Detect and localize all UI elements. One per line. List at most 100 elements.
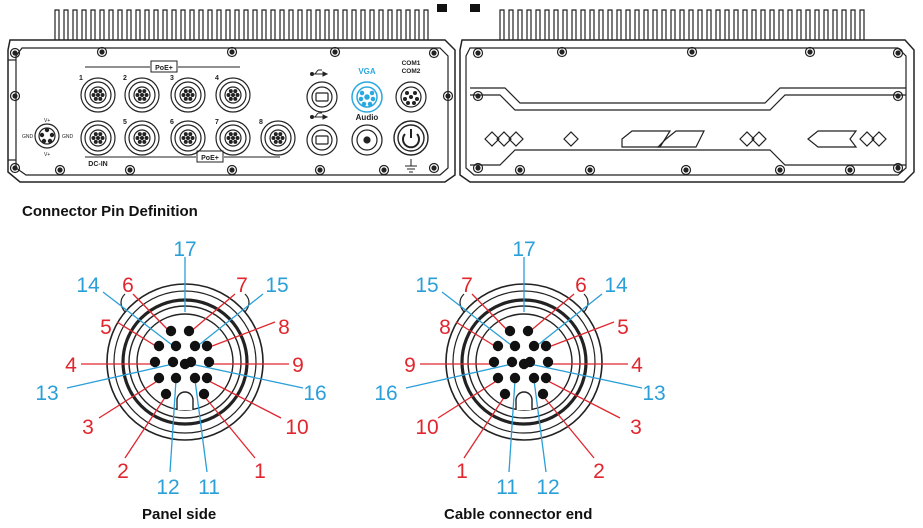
fin <box>679 9 685 40</box>
fin <box>378 9 384 40</box>
screw <box>556 46 568 58</box>
pin-leader-line <box>471 293 511 334</box>
pin-leader-line <box>203 395 256 459</box>
connector-pin <box>189 372 201 384</box>
section-title: Connector Pin Definition <box>22 203 198 220</box>
fin <box>562 9 568 40</box>
connector-pin <box>528 340 540 352</box>
pin-number-label: 6 <box>122 274 134 297</box>
fin <box>769 9 775 40</box>
connector-pin <box>153 372 165 384</box>
fin <box>153 9 159 40</box>
connector-pin <box>198 388 210 400</box>
connector-pin <box>170 340 182 352</box>
poe-label-top: PoE+ <box>150 60 178 73</box>
screw <box>584 164 596 176</box>
connector-pin <box>509 340 521 352</box>
screw <box>514 164 526 176</box>
pin-leader-line <box>116 321 160 349</box>
pin-leader-line <box>529 363 643 389</box>
pin-number-label: 4 <box>65 354 77 377</box>
connector-pin <box>499 388 511 400</box>
fin <box>351 9 357 40</box>
fin <box>607 9 613 40</box>
pin-number-label: 7 <box>236 274 248 297</box>
fin <box>760 9 766 40</box>
decor-diamonds <box>484 130 887 148</box>
pin-number-label: 3 <box>630 416 642 439</box>
pin-leader-line <box>508 379 516 473</box>
fin <box>99 9 105 40</box>
pin-number-label: 15 <box>415 274 438 297</box>
pin-leader-line <box>98 379 160 419</box>
screw <box>892 162 904 174</box>
port-number-7: 7 <box>215 119 219 126</box>
fin <box>297 9 303 40</box>
pin-number-label: 4 <box>631 354 643 377</box>
fin <box>823 9 829 40</box>
fin <box>135 9 141 40</box>
right-module-bevel <box>470 94 906 111</box>
connector-pin <box>492 340 504 352</box>
screw <box>226 46 238 58</box>
pin-leader-line <box>194 379 208 473</box>
pin-leader-line <box>132 293 172 334</box>
connector-notch <box>583 293 589 313</box>
connector-pin <box>201 340 213 352</box>
connector-pin <box>201 372 213 384</box>
screw <box>378 164 390 176</box>
dc-in-connector <box>34 123 60 149</box>
screw <box>892 47 904 59</box>
pin-number-label: 14 <box>604 274 628 297</box>
port-number-3: 3 <box>170 75 174 82</box>
connector-key <box>515 391 533 410</box>
fin <box>324 9 330 40</box>
connector-notch <box>120 293 126 313</box>
connector-pin <box>506 356 518 368</box>
pin-number-label: 17 <box>512 238 535 261</box>
fin <box>598 9 604 40</box>
poe-port <box>124 120 160 156</box>
port-number-6: 6 <box>170 119 174 126</box>
fin <box>697 9 703 40</box>
fin <box>171 9 177 40</box>
connector-pin <box>509 372 521 384</box>
usb-icon <box>310 69 329 77</box>
power-button[interactable] <box>393 120 429 156</box>
pin-number-label: 11 <box>496 476 518 499</box>
pin-leader-line <box>190 363 304 389</box>
fin <box>787 9 793 40</box>
fin <box>270 9 276 40</box>
connector-pin <box>540 372 552 384</box>
screw <box>804 46 816 58</box>
screw <box>844 164 856 176</box>
connector-notch <box>459 293 465 313</box>
fin <box>315 9 321 40</box>
fin <box>724 9 730 40</box>
poe-port <box>170 120 206 156</box>
connector-pin <box>183 325 195 337</box>
fin <box>396 9 402 40</box>
pin-number-label: 10 <box>285 416 308 439</box>
fin <box>688 9 694 40</box>
fin <box>535 9 541 40</box>
pin-number-label: 14 <box>76 274 100 297</box>
pin-number-label: 15 <box>265 274 288 297</box>
fin <box>117 9 123 40</box>
connector-pin <box>165 325 177 337</box>
cable-end-caption: Cable connector end <box>444 506 593 523</box>
left-module-inner <box>15 47 449 176</box>
pin-leader-line <box>533 293 603 349</box>
com2-label: COM2 <box>402 68 421 75</box>
audio-label: Audio <box>356 113 379 122</box>
fin <box>189 9 195 40</box>
top-tab-right <box>470 4 480 12</box>
screw <box>9 90 21 102</box>
vga-label: VGA <box>358 67 376 76</box>
power-icon <box>402 129 420 149</box>
fin <box>778 9 784 40</box>
pin-leader-line <box>455 321 499 349</box>
fin <box>652 9 658 40</box>
